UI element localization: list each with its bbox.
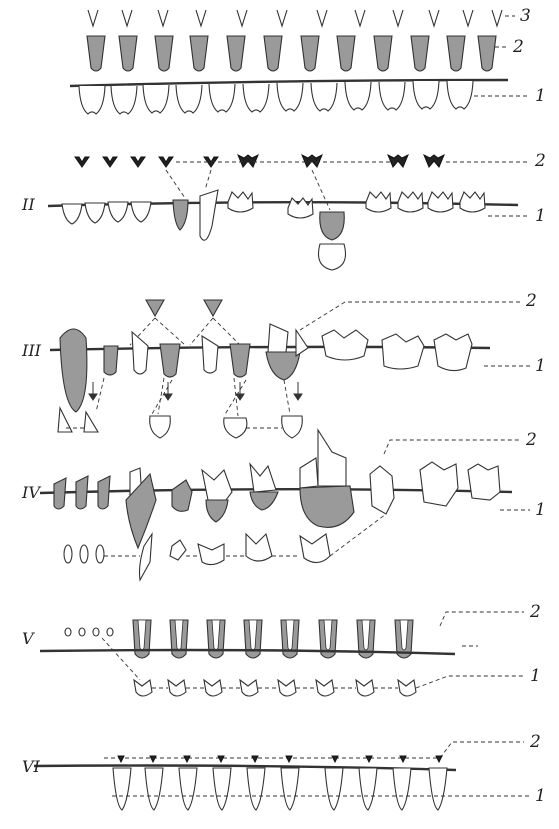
- row-1-label-3: 3: [520, 6, 531, 26]
- row-5-gen1-teeth: [133, 678, 417, 697]
- row-3-gen1-teeth: [57, 405, 303, 439]
- row-6-gen2-buds: [117, 755, 443, 764]
- row-2-gen1-teeth: [61, 189, 486, 271]
- row-3-roman-numeral: III: [21, 341, 42, 360]
- row-2-label-2: 2: [534, 151, 546, 171]
- row-5-gen2-pulp: [137, 619, 409, 651]
- row-1-label-2: 2: [512, 37, 524, 57]
- row-4-label-1: 1: [535, 500, 546, 520]
- row-6-gen1-teeth: [112, 767, 448, 811]
- row-1-gum-line: [69, 78, 509, 88]
- row-5-gen3-buds: [64, 627, 114, 637]
- row-1-label-1: 1: [535, 86, 546, 106]
- row-2-gen2-teeth: [74, 154, 445, 168]
- row-3-gen2-teeth: [59, 323, 473, 413]
- row-2-label-1: 1: [535, 206, 546, 226]
- row-1-gen1-teeth: [78, 80, 474, 115]
- row-4-gen2-teeth: [53, 428, 501, 550]
- row-5-roman-numeral: V: [22, 629, 35, 648]
- row-2: [47, 154, 528, 271]
- row-6-roman-numeral: VI: [22, 757, 41, 776]
- row-2-roman-numeral: II: [21, 195, 35, 214]
- row-3-label-1: 1: [535, 356, 546, 376]
- row-4-label-2: 2: [525, 430, 537, 450]
- row-5-label-2: 2: [529, 602, 541, 622]
- row-4-roman-numeral: IV: [21, 483, 41, 502]
- row-1: [69, 9, 530, 115]
- row-3-label-2: 2: [525, 291, 537, 311]
- row-5-gum-line: [39, 648, 456, 656]
- row-5: [39, 611, 524, 697]
- row-4: [39, 428, 530, 582]
- row-6-label-1: 1: [535, 786, 546, 806]
- row-3-gen3-buds: [145, 299, 223, 318]
- row-1-gen2-teeth: [86, 35, 497, 72]
- row-4-gen1-teeth: [63, 531, 331, 582]
- row-3-arrows: [88, 382, 303, 401]
- row-6-label-2: 2: [529, 732, 541, 752]
- row-3: [49, 299, 530, 439]
- row-1-gen3-buds: [87, 9, 503, 27]
- row-6: [33, 741, 530, 811]
- row-5-label-1: 1: [530, 666, 541, 686]
